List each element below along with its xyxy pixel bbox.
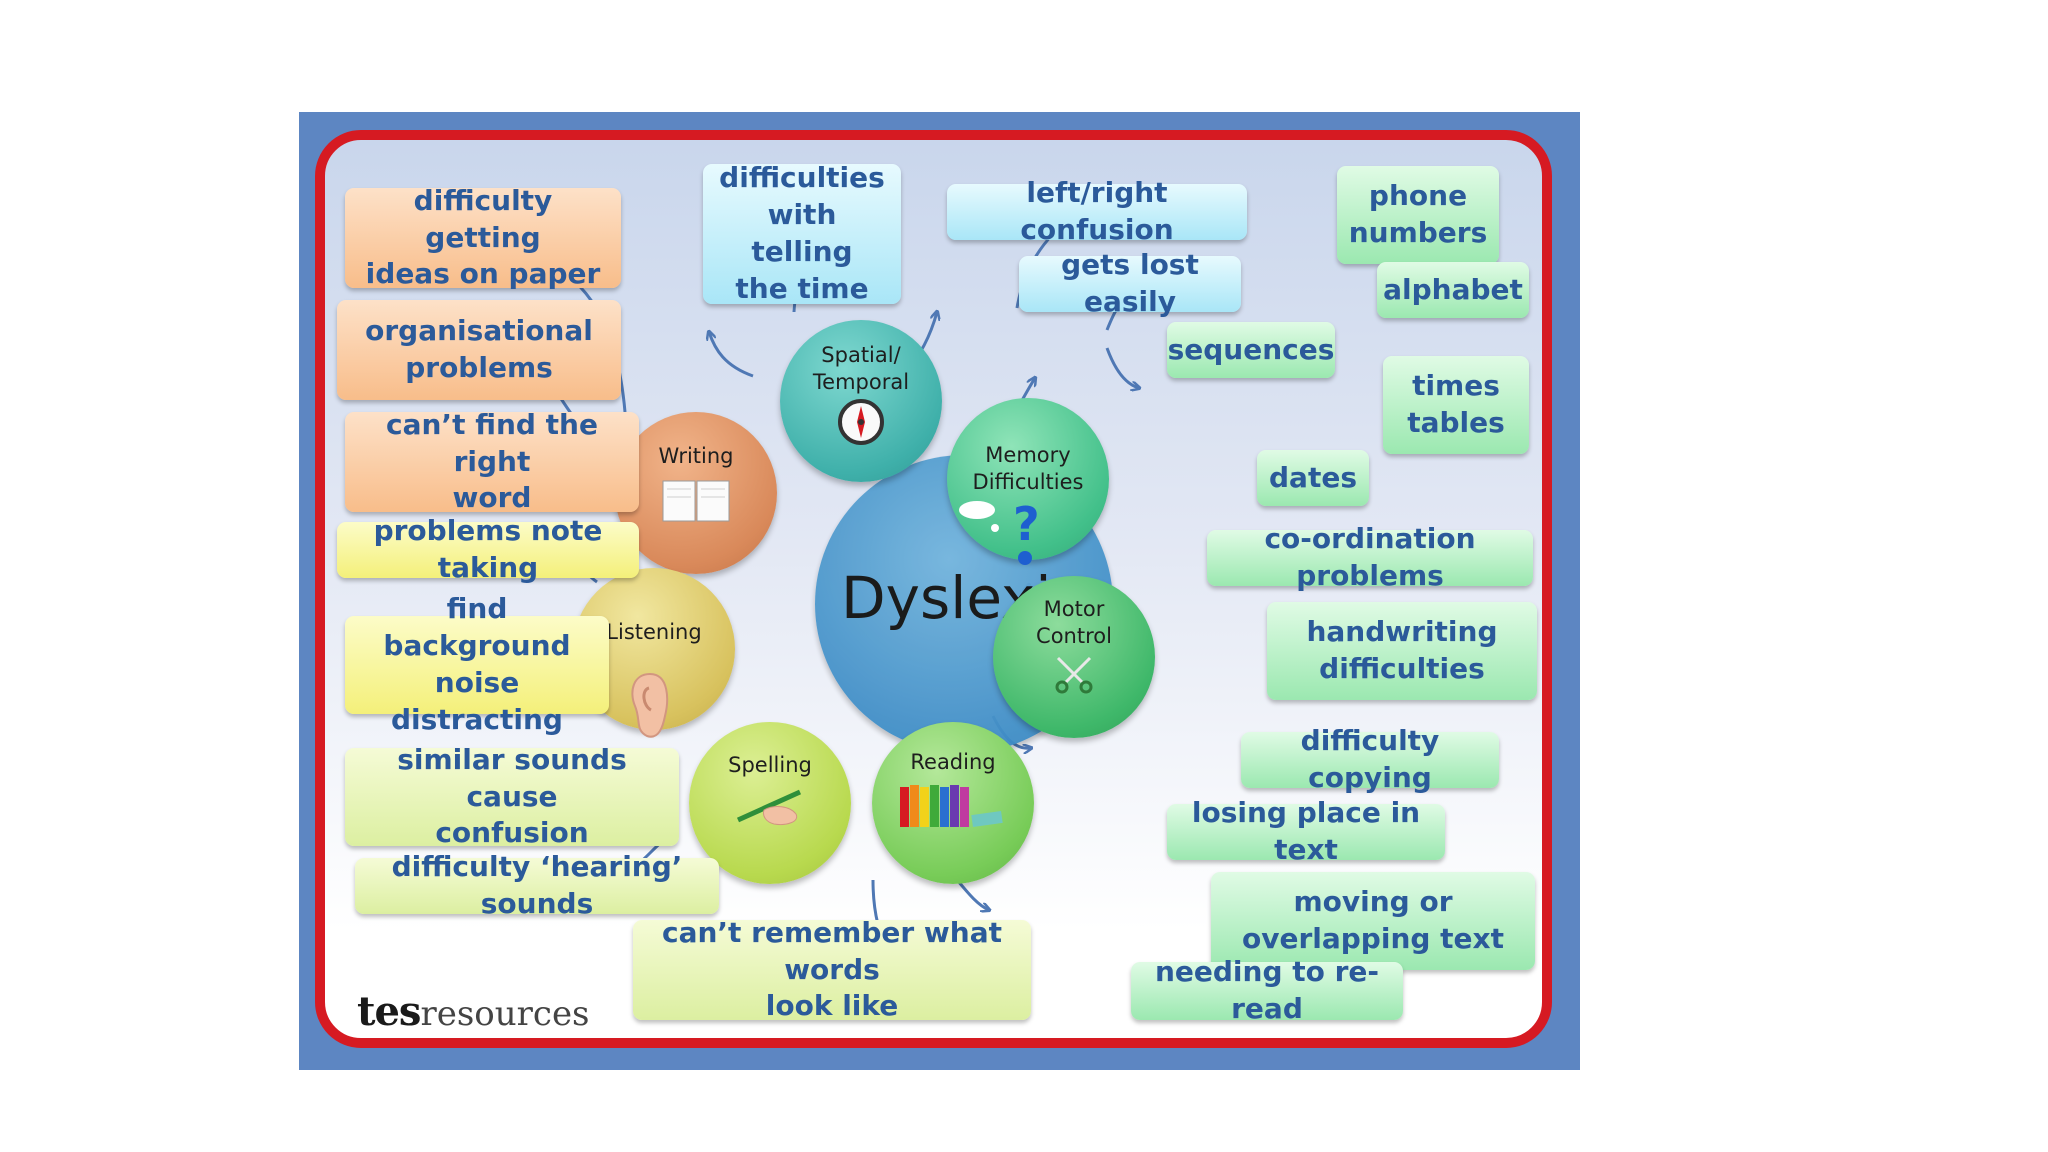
node-writing: Writing <box>615 412 777 574</box>
node-spatial-temporal: Spatial/ Temporal <box>780 320 942 482</box>
node-motor-line2: Control <box>1036 624 1112 648</box>
arrow-spatial-telling-time <box>709 332 754 378</box>
arrow-sequences-times <box>1105 347 1139 388</box>
node-spatial-line1: Spatial/ <box>821 342 901 367</box>
item-text-line: difficulties <box>1319 652 1485 685</box>
item-text-line: handwriting <box>1306 615 1498 649</box>
item-text-line: numbers <box>1348 216 1488 249</box>
node-memory-line2: Difficulties <box>972 470 1084 494</box>
item-text-line: left/right confusion <box>1020 176 1174 246</box>
node-spelling: Spelling <box>689 722 851 884</box>
ear-icon <box>631 672 669 738</box>
node-reading-label: Reading <box>910 750 996 775</box>
node-memory-line1: Memory <box>985 442 1071 467</box>
scissors-icon <box>1055 657 1093 694</box>
item-text-line: dates <box>1269 460 1357 494</box>
item-text-line: phone <box>1368 179 1468 213</box>
item-re-read: needing to re-read <box>1131 955 1403 1025</box>
node-memory-difficulties: Memory Difficulties <box>947 398 1109 560</box>
node-listening-label: Listening <box>606 620 702 644</box>
books-icon <box>900 784 1003 827</box>
item-text-line: confusion <box>435 816 589 850</box>
book-icon <box>662 480 730 522</box>
node-writing-label: Writing <box>658 444 734 469</box>
item-hearing-sounds: difficulty ‘hearing’ sounds <box>355 850 719 920</box>
item-sequences: sequences <box>1167 322 1335 378</box>
item-alphabet: alphabet <box>1377 262 1529 318</box>
item-left-right-confusion: left/right confusion <box>947 176 1247 246</box>
item-text-line: difficulty copying <box>1300 724 1440 794</box>
item-text-line: problems note taking <box>373 514 603 584</box>
node-reading: Reading <box>872 722 1034 884</box>
item-text-line: organisational <box>365 314 593 348</box>
poster-frame: Dyslexia Writing Spatial/ Temporal <box>299 112 1580 1070</box>
item-note-taking: problems note taking <box>337 514 639 584</box>
pencil-hand-icon <box>736 789 802 825</box>
item-text-line: can’t find the right <box>386 407 598 478</box>
item-text-line: overlapping text <box>1241 922 1504 955</box>
item-text-line: similar sounds cause <box>397 742 627 813</box>
item-text-line: difficulty getting <box>413 183 553 254</box>
mind-map-board: Dyslexia Writing Spatial/ Temporal <box>315 130 1552 1048</box>
item-text-line: losing place in text <box>1191 796 1421 866</box>
item-text-line: tables <box>1407 406 1505 439</box>
compass-icon <box>838 399 884 446</box>
node-spelling-label: Spelling <box>728 753 812 778</box>
item-gets-lost: gets lost easily <box>1019 248 1241 318</box>
node-spatial-line2: Temporal <box>812 370 910 394</box>
svg-text:?: ? <box>1013 497 1040 551</box>
item-text-line: alphabet <box>1383 272 1523 306</box>
item-losing-place: losing place in text <box>1167 796 1445 866</box>
item-text-line: times <box>1412 369 1500 403</box>
item-text-line: word <box>452 481 532 515</box>
item-text-line: moving or <box>1293 885 1453 919</box>
logo-suffix: resources <box>420 994 590 1034</box>
item-text-line: look like <box>765 989 899 1023</box>
item-text-line: ideas on paper <box>365 257 601 291</box>
item-text-line: sequences <box>1167 332 1335 366</box>
item-text-line: gets lost easily <box>1061 248 1199 318</box>
item-text-line: find background <box>383 592 571 663</box>
question-mark-icon: ? <box>959 497 1040 565</box>
item-text-line: difficulties <box>719 161 885 195</box>
item-text-line: can’t remember what words <box>661 915 1002 986</box>
item-text-line: noise distracting <box>391 666 563 736</box>
logo-brand: tes <box>357 988 421 1035</box>
node-motor-control: Motor Control <box>993 576 1155 738</box>
item-text-line: co-ordination problems <box>1264 522 1476 592</box>
item-coordination-problems: co-ordination problems <box>1207 522 1533 592</box>
tes-resources-logo: tesresources <box>357 988 590 1035</box>
item-difficulty-copying: difficulty copying <box>1241 724 1499 794</box>
item-dates: dates <box>1257 450 1369 506</box>
item-text-line: difficulty ‘hearing’ sounds <box>391 850 683 920</box>
item-text-line: the time <box>735 271 869 305</box>
item-text-line: problems <box>405 351 553 384</box>
item-text-line: needing to re-read <box>1154 955 1380 1025</box>
node-motor-line1: Motor <box>1043 596 1105 621</box>
item-text-line: with telling <box>751 198 853 268</box>
